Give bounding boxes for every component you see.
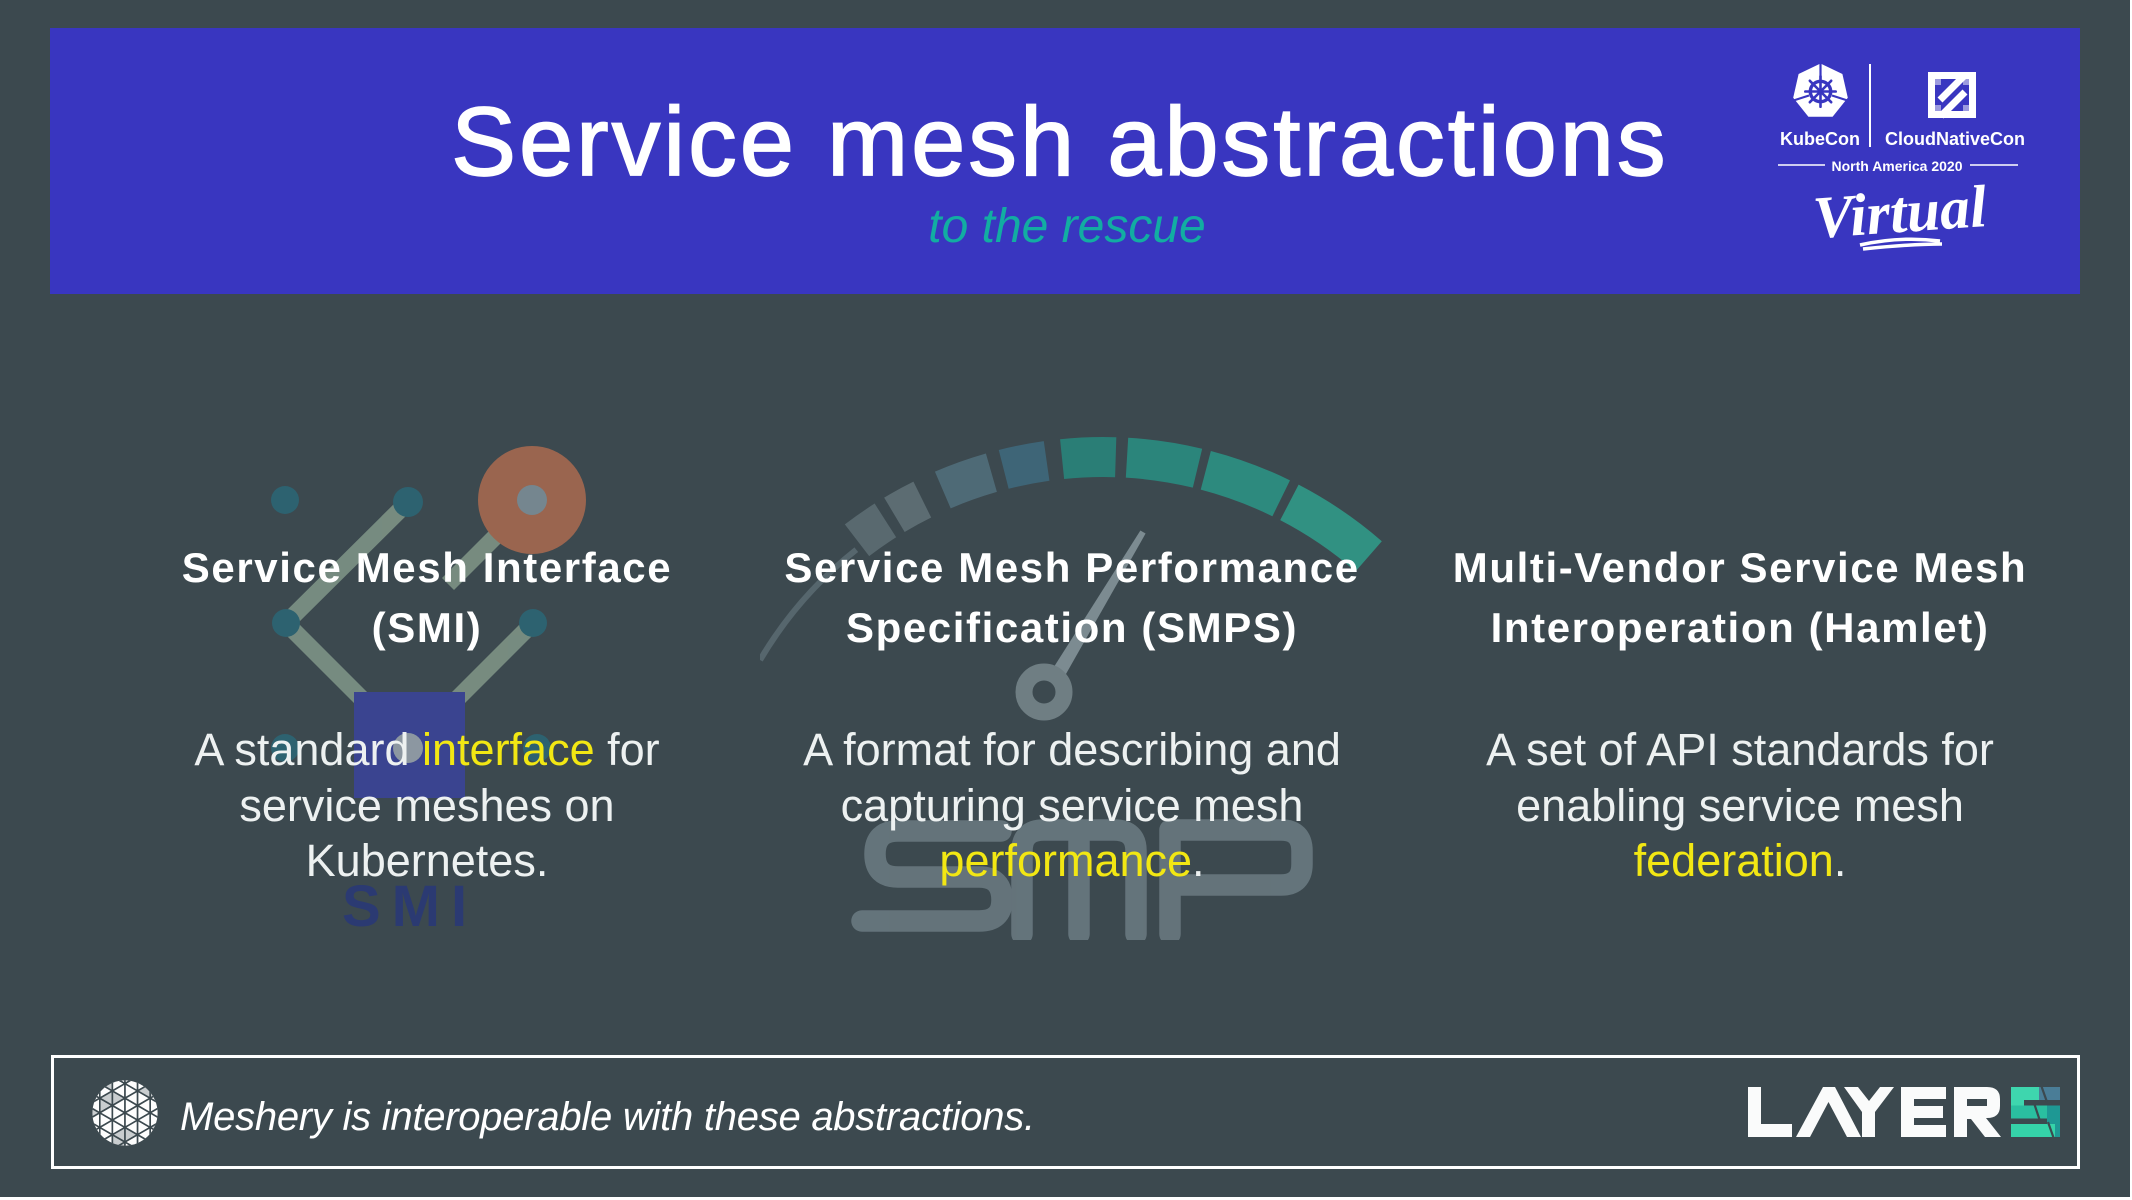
svg-text:KubeCon: KubeCon [1780,129,1860,149]
svg-text:North America 2020: North America 2020 [1832,158,1963,174]
svg-text:CloudNativeCon: CloudNativeCon [1885,129,2025,149]
svg-text:SMI: SMI [342,874,478,939]
